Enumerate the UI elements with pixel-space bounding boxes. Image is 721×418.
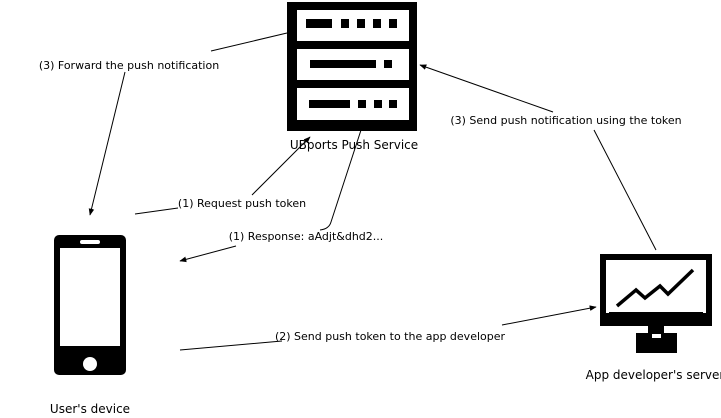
- edge-request-token-label: (1) Request push token: [178, 197, 306, 210]
- monitor-chart-icon: [600, 254, 712, 353]
- edge-request-token: [134, 137, 310, 215]
- edge-send-notification: [420, 65, 657, 251]
- edge-send-token: [179, 307, 596, 351]
- edge-forward-notification-label: (3) Forward the push notification: [39, 59, 219, 72]
- edge-send-notification-label: (3) Send push notification using the tok…: [450, 114, 681, 127]
- edge-response: [180, 126, 363, 261]
- smartphone-icon: [54, 235, 126, 375]
- edge-forward-notification: [90, 32, 288, 215]
- server-rack-icon: [287, 2, 417, 131]
- edge-send-token-label: (2) Send push token to the app developer: [275, 330, 506, 343]
- push-service-label: UBports Push Service: [290, 138, 418, 152]
- edge-response-label: (1) Response: aAdjt&dhd2...: [229, 230, 384, 243]
- user-device-label: User's device: [50, 402, 130, 416]
- app-server-label: App developer's server: [586, 368, 721, 382]
